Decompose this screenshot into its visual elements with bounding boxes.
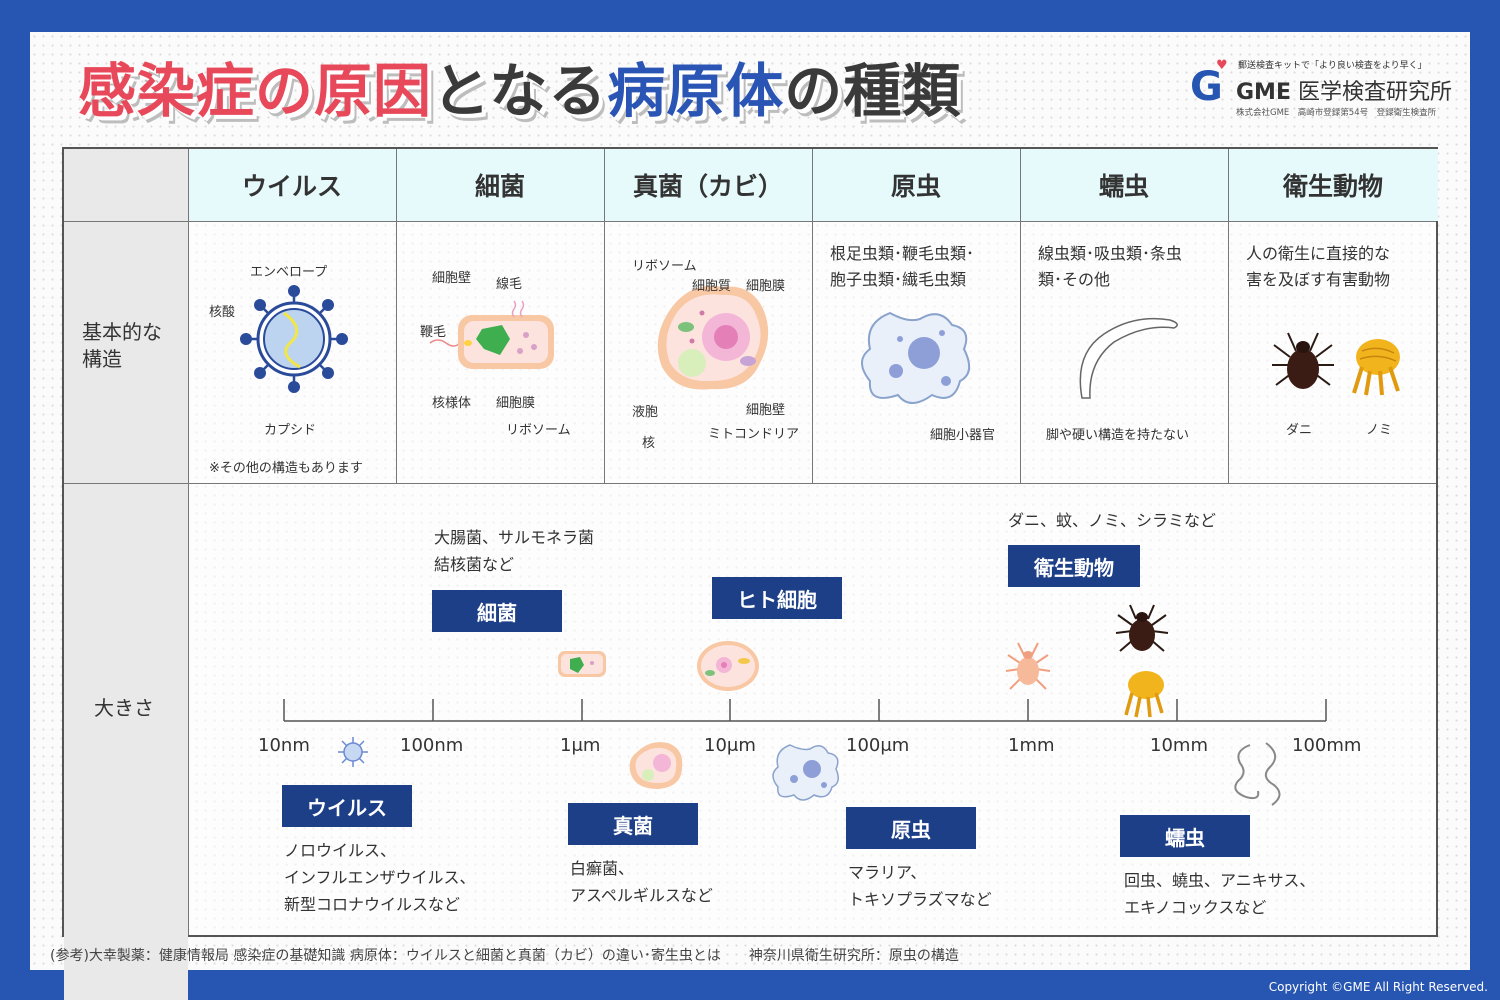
flea-icon bbox=[1352, 339, 1400, 396]
label-envelope: エンベロープ bbox=[250, 265, 328, 280]
logo-letter: G bbox=[1190, 64, 1223, 110]
badge-protozoa: 原虫 bbox=[846, 807, 976, 849]
col-header-virus: ウイルス bbox=[241, 172, 342, 201]
small-virus-icon bbox=[338, 737, 368, 767]
logo-subtitle: 株式会社GME 高崎市登録第54号 登録衛生検査所 bbox=[1236, 108, 1437, 118]
human-cell-icon bbox=[697, 641, 759, 691]
examples-bacteria: 大腸菌、サルモネラ菌 結核菌など bbox=[434, 528, 595, 575]
amoeba-icon bbox=[861, 311, 971, 404]
tick-100um: 100μm bbox=[846, 735, 910, 756]
small-bacteria-icon bbox=[558, 651, 606, 677]
helminth-description: 線虫類･吸虫類･条虫 類･その他 bbox=[1038, 244, 1183, 290]
corner-cell bbox=[64, 149, 188, 221]
virus-note: ※その他の構造もあります bbox=[209, 461, 363, 476]
label-tick: ダニ bbox=[1286, 423, 1313, 438]
scale-axis bbox=[283, 699, 1327, 722]
examples-hygiene-animals: ダニ、蚊、ノミ、シラミなど bbox=[1008, 511, 1217, 530]
label-nucleic-acid: 核酸 bbox=[209, 305, 236, 320]
label-mitochondria: ミトコンドリア bbox=[708, 427, 800, 442]
examples-protozoa: マラリア、 トキソプラズマなど bbox=[848, 863, 992, 910]
badge-human-cell: ヒト細胞 bbox=[712, 577, 842, 619]
badge-bacteria: 細菌 bbox=[432, 590, 562, 632]
mite-icon bbox=[1005, 642, 1051, 690]
label-cytoplasm: 細胞質 bbox=[692, 279, 732, 294]
logo-tagline: 郵送検査キットで「より良い検査をより早く」 bbox=[1238, 61, 1427, 71]
label-cell-wall: 細胞壁 bbox=[432, 271, 472, 286]
label-flea: ノミ bbox=[1366, 423, 1393, 438]
col-header-bacteria: 細菌 bbox=[474, 172, 525, 201]
copyright: Copyright ©GME All Right Reserved. bbox=[1268, 980, 1488, 994]
protozoa-description: 根足虫類･鞭毛虫類･ 胞子虫類･繊毛虫類 bbox=[830, 244, 975, 290]
label-capsid: カプシド bbox=[264, 423, 317, 438]
heart-icon: ♥ bbox=[1216, 58, 1228, 73]
page-title: 感染症の原因となる病原体の種類 bbox=[78, 57, 962, 125]
badge-helminth: 蠕虫 bbox=[1120, 815, 1250, 857]
label-fungi-ribosome: リボソーム bbox=[632, 259, 697, 274]
col-header-hygiene: 衛生動物 bbox=[1282, 172, 1383, 201]
references: (参考)大幸製薬：健康情報局 感染症の基礎知識 病原体：ウイルスと細菌と真菌（カ… bbox=[50, 948, 959, 964]
badge-fungi: 真菌 bbox=[568, 803, 698, 845]
tick-100mm: 100mm bbox=[1292, 735, 1362, 756]
badge-virus: ウイルス bbox=[282, 785, 412, 827]
small-worm-icon bbox=[1234, 742, 1281, 806]
small-amoeba-icon bbox=[772, 744, 839, 801]
label-pili: 線毛 bbox=[496, 277, 523, 292]
label-fungi-membrane: 細胞膜 bbox=[746, 279, 786, 294]
label-fungi-wall: 細胞壁 bbox=[746, 403, 786, 418]
examples-fungi: 白癬菌、 アスペルギルスなど bbox=[570, 859, 713, 906]
examples-virus: ノロウイルス、 インフルエンザウイルス、 新型コロナウイルスなど bbox=[284, 841, 476, 915]
label-ribosome: リボソーム bbox=[506, 423, 571, 438]
label-flagellum: 鞭毛 bbox=[420, 325, 447, 340]
label-no-legs: 脚や硬い構造を持たない bbox=[1046, 428, 1190, 443]
tick-100nm: 100nm bbox=[400, 735, 464, 756]
label-organelle: 細胞小器官 bbox=[930, 428, 996, 443]
logo-name: GME 医学検査研究所 bbox=[1236, 80, 1452, 105]
tick-1mm: 1mm bbox=[1008, 735, 1055, 756]
pathogen-table: ウイルス 細菌 真菌（カビ） 原虫 蠕虫 衛生動物 基本的な 構造 大きさ エン… bbox=[62, 147, 1438, 1000]
row-label-size: 大きさ bbox=[94, 696, 154, 720]
col-header-helminth: 蠕虫 bbox=[1098, 172, 1149, 201]
col-header-protozoa: 原虫 bbox=[890, 172, 941, 201]
small-flea-icon bbox=[1124, 671, 1164, 718]
fungus-cell-icon bbox=[657, 285, 769, 390]
col-header-fungi: 真菌（カビ） bbox=[632, 172, 783, 201]
tick-icon bbox=[1272, 332, 1334, 389]
label-vacuole: 液胞 bbox=[632, 405, 659, 420]
small-fungus-icon bbox=[629, 742, 683, 789]
row-header-column bbox=[64, 221, 188, 1000]
hygiene-description: 人の衛生に直接的な 害を及ぼす有害動物 bbox=[1246, 244, 1391, 290]
worm-icon bbox=[1079, 317, 1178, 399]
label-nucleus: 核 bbox=[642, 436, 656, 451]
row-label-structure: 基本的な 構造 bbox=[82, 320, 162, 371]
label-cell-membrane: 細胞膜 bbox=[496, 396, 536, 411]
small-tick-icon bbox=[1115, 604, 1169, 652]
examples-helminth: 回虫、蟯虫、アニキサス、 エキノコックスなど bbox=[1124, 871, 1316, 918]
virus-icon bbox=[240, 285, 348, 393]
tick-10mm: 10mm bbox=[1150, 735, 1208, 756]
gme-logo: G ♥ 郵送検査キットで「より良い検査をより早く」 GME 医学検査研究所 株式… bbox=[1190, 58, 1460, 120]
badge-hygiene-animals: 衛生動物 bbox=[1008, 545, 1140, 587]
tick-10um: 10μm bbox=[704, 735, 756, 756]
tick-10nm: 10nm bbox=[258, 735, 310, 756]
bacteria-icon bbox=[429, 300, 554, 369]
label-nucleoid: 核様体 bbox=[432, 396, 472, 411]
tick-1um: 1μm bbox=[560, 735, 601, 756]
